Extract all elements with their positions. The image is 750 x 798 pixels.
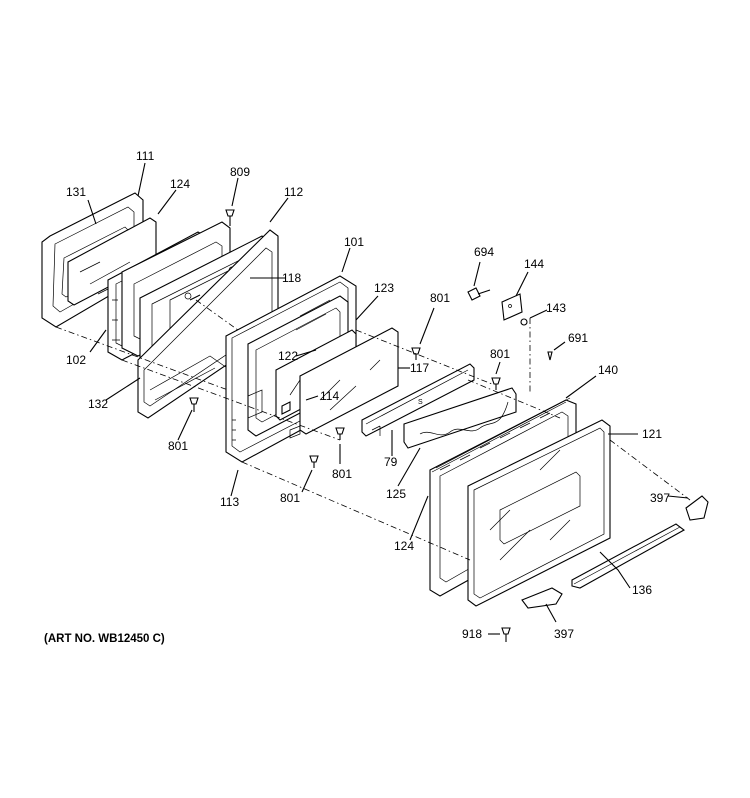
callout-labels: 111 131 124 809 112 101 118 123 801 694 … bbox=[66, 149, 670, 641]
callout-101: 101 bbox=[344, 235, 364, 249]
part-hinge-hardware bbox=[467, 287, 553, 361]
callout-918: 918 bbox=[462, 627, 482, 641]
callout-114: 114 bbox=[320, 389, 339, 403]
callout-801-c: 801 bbox=[168, 439, 188, 453]
screw-icons bbox=[189, 209, 511, 642]
callout-113: 113 bbox=[220, 495, 239, 509]
part-vent-channel-117: S bbox=[361, 363, 475, 437]
part-door-back-panel bbox=[41, 192, 157, 328]
callout-801-e: 801 bbox=[280, 491, 300, 505]
callout-118: 118 bbox=[282, 271, 301, 285]
part-insulation-strip-125 bbox=[403, 387, 517, 449]
callout-117: 117 bbox=[410, 361, 429, 375]
callout-801-a: 801 bbox=[430, 291, 450, 305]
svg-text:S: S bbox=[418, 399, 423, 406]
callout-122: 122 bbox=[278, 349, 298, 363]
callout-79: 79 bbox=[384, 455, 398, 469]
callout-125: 125 bbox=[386, 487, 406, 501]
callout-140: 140 bbox=[598, 363, 618, 377]
part-door-handle-136 bbox=[521, 495, 709, 609]
callout-112: 112 bbox=[284, 185, 303, 199]
callout-801-d: 801 bbox=[332, 467, 352, 481]
callout-694: 694 bbox=[474, 245, 494, 259]
art-number-note: (ART NO. WB12450 C) bbox=[44, 633, 165, 645]
callout-111: 111 bbox=[136, 149, 155, 163]
callout-397-a: 397 bbox=[650, 491, 670, 505]
callout-121: 121 bbox=[642, 427, 662, 441]
part-outer-glass-121 bbox=[467, 419, 611, 607]
callout-397-b: 397 bbox=[554, 627, 574, 641]
leader-lines bbox=[87, 162, 689, 635]
callout-691: 691 bbox=[568, 331, 588, 345]
part-glass-panes bbox=[275, 327, 399, 435]
callout-124-top: 124 bbox=[170, 177, 190, 191]
callout-102: 102 bbox=[66, 353, 86, 367]
callout-809: 809 bbox=[230, 165, 250, 179]
callout-132: 132 bbox=[88, 397, 108, 411]
callout-136: 136 bbox=[632, 583, 652, 597]
alignment-lines bbox=[55, 299, 691, 561]
callout-801-b: 801 bbox=[490, 347, 510, 361]
callout-143: 143 bbox=[546, 301, 566, 315]
callout-123: 123 bbox=[374, 281, 394, 295]
callout-124-bottom: 124 bbox=[394, 539, 414, 553]
callout-131: 131 bbox=[66, 185, 86, 199]
callout-144: 144 bbox=[524, 257, 544, 271]
